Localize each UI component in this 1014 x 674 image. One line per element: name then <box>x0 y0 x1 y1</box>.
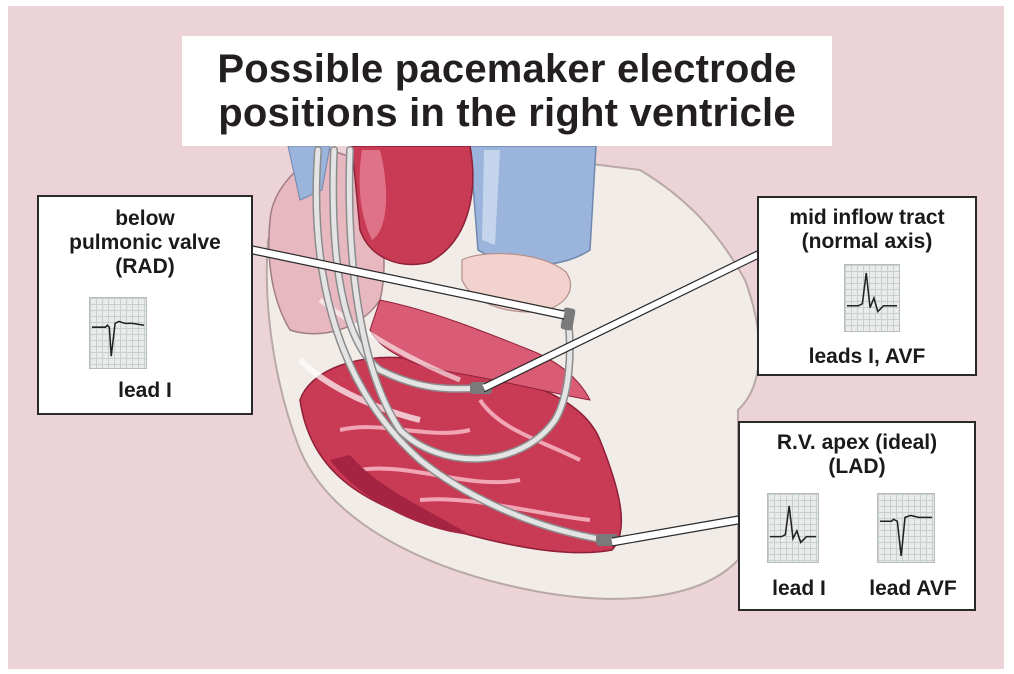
label-line: mid inflow tract <box>759 206 975 230</box>
label-below-pulmonic-valve: below pulmonic valve (RAD) lead I <box>37 195 253 415</box>
label-line: (normal axis) <box>759 230 975 254</box>
lead-label: lead I <box>744 577 854 601</box>
label-line: (LAD) <box>740 455 974 479</box>
title-line-2: positions in the right ventricle <box>218 91 796 135</box>
ecg-trace-lead-avf <box>877 493 935 563</box>
label-rv-apex: R.V. apex (ideal) (LAD) lead I lead AVF <box>738 421 976 611</box>
title-box: Possible pacemaker electrode positions i… <box>182 36 832 146</box>
lead-label: lead I <box>39 379 251 403</box>
lead-label: lead AVF <box>852 577 974 601</box>
label-line: pulmonic valve <box>39 231 251 255</box>
label-line: R.V. apex (ideal) <box>740 431 974 455</box>
title-line-1: Possible pacemaker electrode <box>217 47 796 91</box>
ecg-trace-lead-i <box>89 297 147 369</box>
label-line: (RAD) <box>39 255 251 279</box>
label-line: below <box>39 207 251 231</box>
lead-label: leads I, AVF <box>759 345 975 369</box>
label-mid-inflow-tract: mid inflow tract (normal axis) leads I, … <box>757 196 977 376</box>
ecg-trace-leads-i-avf <box>844 264 900 332</box>
ecg-trace-lead-i <box>767 493 819 563</box>
